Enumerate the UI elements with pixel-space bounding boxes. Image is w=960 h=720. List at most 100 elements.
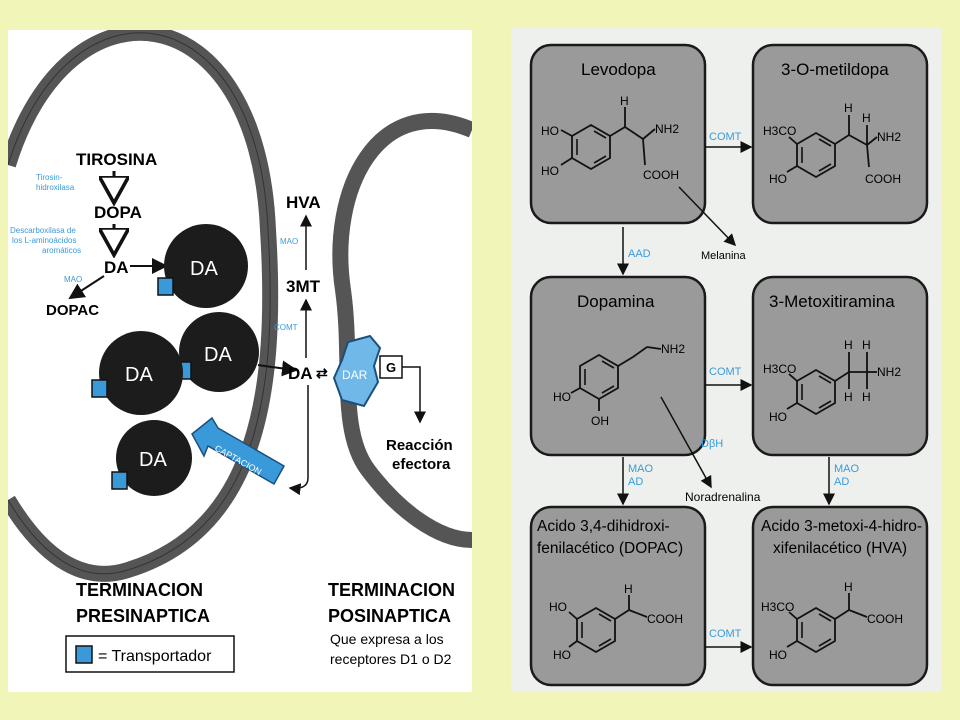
mao-label-left: MAO xyxy=(628,463,654,475)
svg-text:HO: HO xyxy=(541,124,559,138)
svg-text:DA: DA xyxy=(190,258,218,280)
postsynaptic-membrane xyxy=(332,113,472,548)
svg-text:HO: HO xyxy=(769,172,787,186)
svg-text:H: H xyxy=(862,111,871,125)
enzyme-th-label-2: hidroxilasa xyxy=(36,183,75,192)
dopac-structure: H COOH HO HO xyxy=(549,582,683,662)
transporter-icon xyxy=(157,277,174,296)
title-dopamina: Dopamina xyxy=(577,292,655,311)
svg-text:COOH: COOH xyxy=(865,172,901,186)
title-hva-2: xifenilacético (HVA) xyxy=(773,540,907,557)
da-cleft-label: DA xyxy=(288,364,313,383)
box-dopac xyxy=(529,505,707,687)
postsynaptic-title-1: TERMINACION xyxy=(328,580,455,600)
postsynaptic-note-1: Que expresa a los xyxy=(330,631,444,647)
svg-text:NH2: NH2 xyxy=(655,122,679,136)
svg-text:H: H xyxy=(844,101,853,115)
legend-label: = Transportador xyxy=(98,648,212,665)
svg-text:NH2: NH2 xyxy=(877,365,901,379)
svg-text:H: H xyxy=(620,94,629,108)
arrow-effector xyxy=(402,366,426,424)
reaccion-label-2: efectora xyxy=(392,456,451,473)
title-3-o-metildopa: 3-O-metildopa xyxy=(781,60,889,79)
comt-label: COMT xyxy=(274,323,298,332)
svg-text:COOH: COOH xyxy=(647,612,683,626)
arrow-release xyxy=(257,360,298,377)
enzyme-th-label-1: Tirosin- xyxy=(36,173,63,182)
svg-text:H: H xyxy=(862,338,871,352)
arrow-noradrenalina xyxy=(660,396,712,489)
box-3-o-metildopa xyxy=(751,43,929,225)
svg-text:HO: HO xyxy=(553,648,571,662)
enzyme-aadc-label-2: los L-aminoácidos xyxy=(12,236,76,245)
comt-label-1: COMT xyxy=(709,131,742,143)
arrow-melanina xyxy=(678,186,737,247)
svg-text:NH2: NH2 xyxy=(661,342,685,356)
svg-text:NH2: NH2 xyxy=(877,130,901,144)
levodopa-structure: HO HO H NH2 COOH xyxy=(541,94,679,182)
svg-text:HO: HO xyxy=(553,390,571,404)
svg-text:H: H xyxy=(862,390,871,404)
mao-label-right: MAO xyxy=(834,463,860,475)
metabolism-diagram-panel: Levodopa 3-O-metildopa Dopamina 3-Metoxi… xyxy=(511,27,941,692)
hva-label: HVA xyxy=(286,193,321,212)
svg-text:H: H xyxy=(844,338,853,352)
svg-text:DAR: DAR xyxy=(342,368,368,382)
hva-structure: H COOH H3CO HO xyxy=(761,580,903,662)
svg-text:OH: OH xyxy=(591,414,609,428)
reaccion-label-1: Reacción xyxy=(386,437,453,454)
3-o-metildopa-structure: H3CO HO H H NH2 COOH xyxy=(763,101,901,186)
presynaptic-title-1: TERMINACION xyxy=(76,580,203,600)
svg-text:COOH: COOH xyxy=(643,168,679,182)
ad-label-right: AD xyxy=(834,476,849,488)
3-metoxitiramina-structure: H3CO HO H H H H NH2 xyxy=(763,338,901,424)
legend-box xyxy=(65,635,235,673)
mao-cleft-label: MAO xyxy=(280,237,298,246)
levodopa-metabolism-diagram: Levodopa 3-O-metildopa Dopamina 3-Metoxi… xyxy=(529,43,929,687)
mao-label: MAO xyxy=(64,275,82,284)
arrow-da-dopac xyxy=(68,275,105,300)
transporter-icon xyxy=(91,379,108,398)
svg-text:DA: DA xyxy=(204,344,232,366)
vesicle: DA xyxy=(91,331,183,415)
aad-label: AAD xyxy=(628,248,651,260)
postsynaptic-note-2: receptores D1 o D2 xyxy=(330,651,452,667)
equilibrium-arrows: ⇄ xyxy=(316,365,328,381)
g-protein-label: G xyxy=(386,360,396,375)
title-levodopa: Levodopa xyxy=(581,60,656,79)
svg-text:H: H xyxy=(844,580,853,594)
dbh-label: DβH xyxy=(701,438,723,450)
ad-label-left: AD xyxy=(628,476,643,488)
svg-text:H3CO: H3CO xyxy=(763,362,796,376)
vesicle: DA xyxy=(111,420,192,496)
title-hva-1: Acido 3-metoxi-4-hidro- xyxy=(761,518,922,535)
dopac-label: DOPAC xyxy=(46,302,99,319)
presynaptic-title-2: PRESINAPTICA xyxy=(76,606,210,626)
da-cytosol-label: DA xyxy=(104,258,129,277)
3mt-label: 3MT xyxy=(286,277,321,296)
synapse-diagram: TIROSINA Tirosin- hidroxilasa DOPA Desca… xyxy=(8,30,472,673)
enzyme-aadc-label-3: aromáticos xyxy=(42,246,81,255)
title-3-metoxitiramina: 3-Metoxitiramina xyxy=(769,292,895,311)
vesicle: DA xyxy=(157,224,248,308)
arrow-reuptake xyxy=(288,385,309,496)
svg-text:HO: HO xyxy=(549,600,567,614)
svg-text:H: H xyxy=(624,582,633,596)
svg-text:HO: HO xyxy=(541,164,559,178)
box-3-metoxitiramina xyxy=(751,275,929,457)
vesicle: DA xyxy=(175,312,259,392)
tirosina-label: TIROSINA xyxy=(76,150,157,169)
dopamine-receptor: DAR xyxy=(332,334,382,408)
svg-text:HO: HO xyxy=(769,410,787,424)
postsynaptic-title-2: POSINAPTICA xyxy=(328,606,451,626)
comt-label-3: COMT xyxy=(709,628,742,640)
melanina-label: Melanina xyxy=(701,250,747,262)
noradrenalina-label: Noradrenalina xyxy=(685,490,761,504)
enzyme-aadc-label-1: Descarboxilasa de xyxy=(10,226,76,235)
svg-text:COOH: COOH xyxy=(867,612,903,626)
svg-text:DA: DA xyxy=(125,364,153,386)
svg-text:H3CO: H3CO xyxy=(763,124,796,138)
transporter-icon xyxy=(111,471,128,490)
transporter-icon xyxy=(75,645,93,664)
dopa-label: DOPA xyxy=(94,203,142,222)
